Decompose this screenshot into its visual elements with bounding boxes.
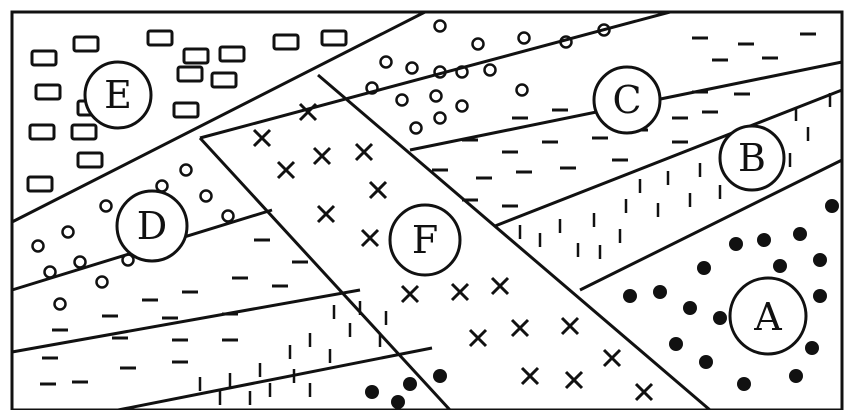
cross-mark — [314, 148, 330, 164]
open-circle-mark — [33, 241, 44, 252]
open-circle-mark — [457, 101, 468, 112]
filled-dot-mark — [653, 285, 667, 299]
cross-mark — [254, 130, 270, 146]
filled-dot-mark — [697, 261, 711, 275]
brick-mark — [28, 177, 52, 191]
brick-mark — [174, 103, 198, 117]
filled-dot-mark — [403, 377, 417, 391]
open-circle-mark — [97, 277, 108, 288]
open-circle-mark — [431, 91, 442, 102]
filled-dot-mark — [757, 233, 771, 247]
cross-mark — [492, 278, 508, 294]
label-A: A — [730, 278, 806, 354]
open-circle-mark — [485, 65, 496, 76]
open-circle-mark — [435, 21, 446, 32]
filled-dot-mark — [391, 395, 405, 409]
open-circle-mark — [101, 201, 112, 212]
filled-dot-mark — [729, 237, 743, 251]
open-circle-mark — [397, 95, 408, 106]
labels: E C B D F A — [85, 62, 806, 354]
cross-mark — [566, 372, 582, 388]
brick-mark — [274, 35, 298, 49]
brick-mark — [212, 73, 236, 87]
open-circle-mark — [381, 57, 392, 68]
brick-mark — [220, 47, 244, 61]
cross-mark — [362, 230, 378, 246]
label-D-text: D — [137, 204, 167, 248]
filled-dot-mark — [813, 289, 827, 303]
cross-mark — [522, 368, 538, 384]
label-F-text: F — [412, 218, 438, 262]
cross-mark — [452, 284, 468, 300]
filled-dot-mark — [813, 253, 827, 267]
open-circle-mark — [473, 39, 484, 50]
open-circle-mark — [75, 257, 86, 268]
brick-mark — [74, 37, 98, 51]
label-D: D — [117, 191, 187, 261]
cross-mark — [278, 162, 294, 178]
filled-dot-mark — [789, 369, 803, 383]
cross-mark — [636, 384, 652, 400]
filled-dot-mark — [669, 337, 683, 351]
cross-mark — [470, 330, 486, 346]
open-circle-mark — [517, 85, 528, 96]
brick-mark — [78, 153, 102, 167]
boundary-lower-vert — [118, 348, 432, 410]
filled-dot-mark — [699, 355, 713, 369]
filled-dot-mark — [773, 259, 787, 273]
filled-dot-mark — [825, 199, 839, 213]
cross-mark — [318, 206, 334, 222]
brick-mark — [322, 31, 346, 45]
open-circle-mark — [181, 165, 192, 176]
open-circle-mark — [201, 191, 212, 202]
brick-mark — [36, 85, 60, 99]
filled-dot-mark — [805, 341, 819, 355]
cross-mark — [512, 320, 528, 336]
filled-dot-mark — [737, 377, 751, 391]
filled-dot-mark — [623, 289, 637, 303]
brick-mark — [178, 67, 202, 81]
filled-dot-mark — [793, 227, 807, 241]
brick-mark — [72, 125, 96, 139]
label-C: C — [594, 67, 660, 133]
label-E: E — [85, 62, 151, 128]
label-B-text: B — [738, 136, 766, 180]
label-E-text: E — [104, 73, 132, 117]
cross-mark — [370, 182, 386, 198]
open-circle-mark — [519, 33, 530, 44]
open-circle-mark — [435, 113, 446, 124]
cross-mark — [562, 318, 578, 334]
cross-mark — [356, 144, 372, 160]
filled-dot-mark — [433, 369, 447, 383]
open-circle-mark — [157, 181, 168, 192]
label-A-text: A — [753, 295, 782, 339]
filled-dot-mark — [683, 301, 697, 315]
label-F: F — [390, 205, 460, 275]
boundary-A-upper — [580, 160, 842, 290]
brick-mark — [32, 51, 56, 65]
open-circle-mark — [407, 63, 418, 74]
label-B: B — [720, 126, 784, 190]
filled-dot-mark — [713, 311, 727, 325]
open-circle-mark — [411, 123, 422, 134]
open-circle-mark — [55, 299, 66, 310]
filled-dot-mark — [365, 385, 379, 399]
cross-mark — [402, 286, 418, 302]
cross-mark — [604, 350, 620, 366]
open-circle-mark — [223, 211, 234, 222]
label-C-text: C — [612, 78, 641, 122]
brick-mark — [30, 125, 54, 139]
brick-mark — [184, 49, 208, 63]
brick-mark — [148, 31, 172, 45]
open-circle-mark — [63, 227, 74, 238]
